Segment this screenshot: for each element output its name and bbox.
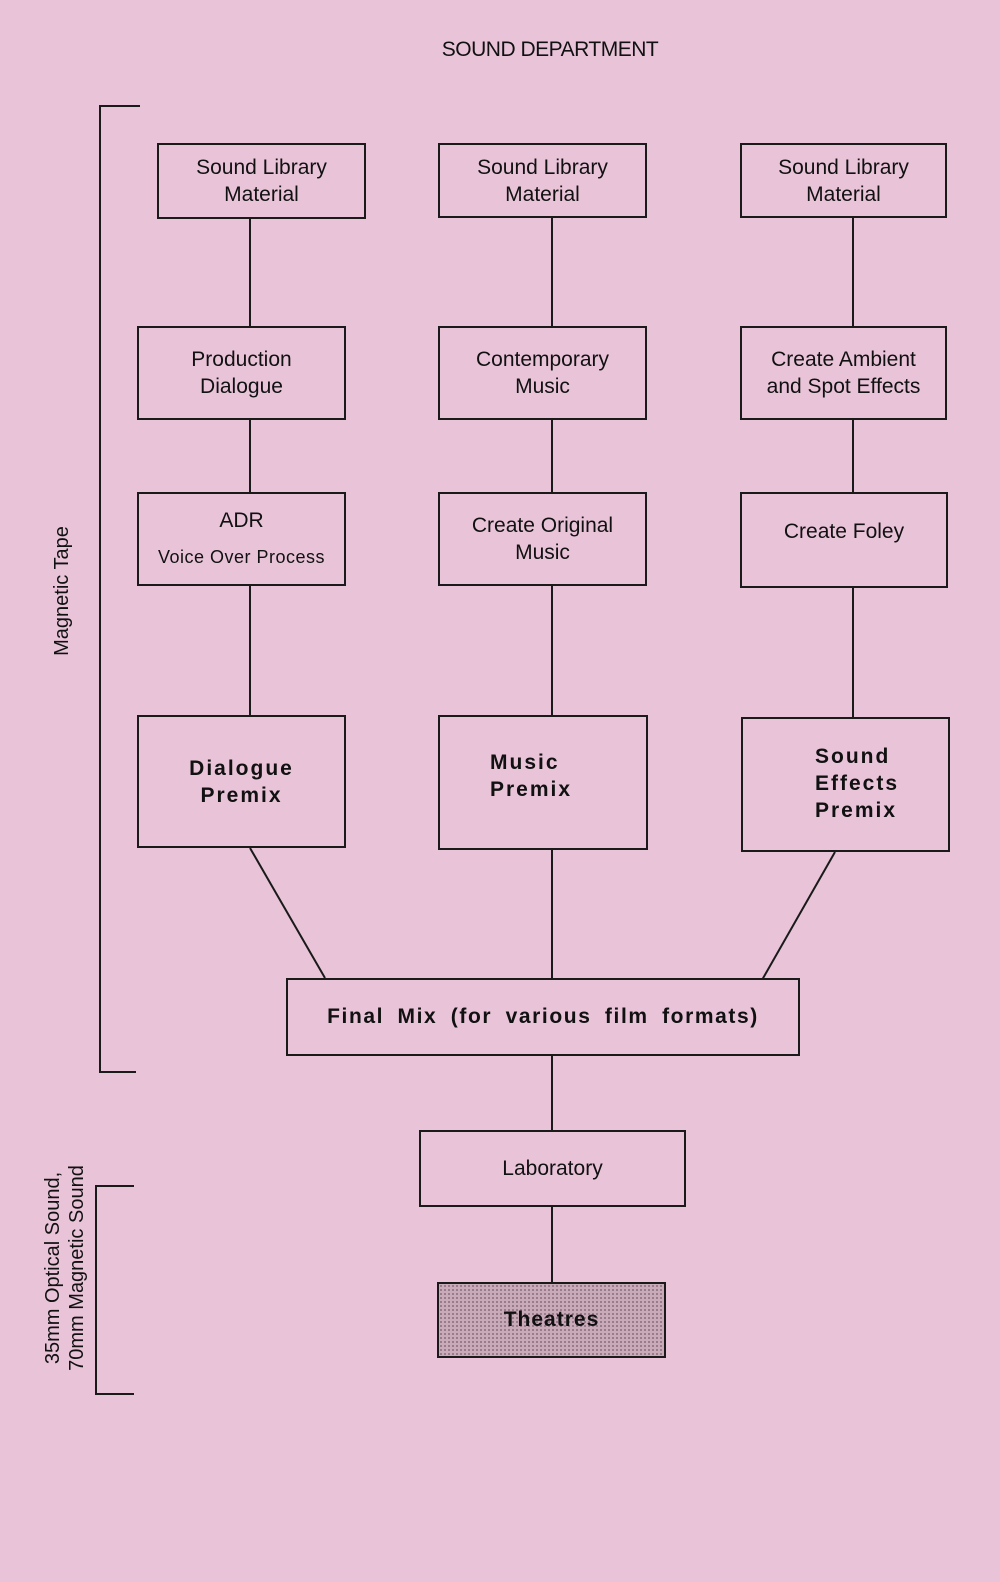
production-dialogue-box: Production Dialogue (137, 326, 346, 420)
dialogue-premix-box: Dialogue Premix (137, 715, 346, 848)
final-mix-box: Final Mix (for various film formats) (286, 978, 800, 1056)
sound-effects-premix-box: Sound Effects Premix (741, 717, 950, 852)
page-title: SOUND DEPARTMENT (441, 38, 659, 61)
connector-effects-premix-final (761, 851, 836, 981)
music-sound-library-box: Sound Library Material (438, 143, 647, 218)
ambient-spot-effects-box: Create Ambient and Spot Effects (740, 326, 947, 420)
create-original-music-box: Create Original Music (438, 492, 647, 586)
effects-sound-library-box: Sound Library Material (740, 143, 947, 218)
music-premix-box: Music Premix (438, 715, 648, 850)
theatres-box: Theatres (437, 1282, 666, 1358)
laboratory-box: Laboratory (419, 1130, 686, 1207)
connector-dialogue-premix-final (249, 847, 326, 979)
release-formats-label: 35mm Optical Sound, 70mm Magnetic Sound (41, 1138, 93, 1398)
adr-box: ADR Voice Over Process (137, 492, 346, 586)
release-line-1: 35mm Optical Sound, (42, 1171, 64, 1365)
create-foley-box: Create Foley (740, 492, 948, 588)
magnetic-tape-label: Magnetic Tape (51, 526, 73, 656)
bracket-magnetic-tape (99, 105, 140, 1073)
bracket-release-formats (95, 1185, 134, 1395)
dialogue-sound-library-box: Sound Library Material (157, 143, 366, 219)
release-line-2: 70mm Magnetic Sound (66, 1165, 88, 1371)
contemporary-music-box: Contemporary Music (438, 326, 647, 420)
